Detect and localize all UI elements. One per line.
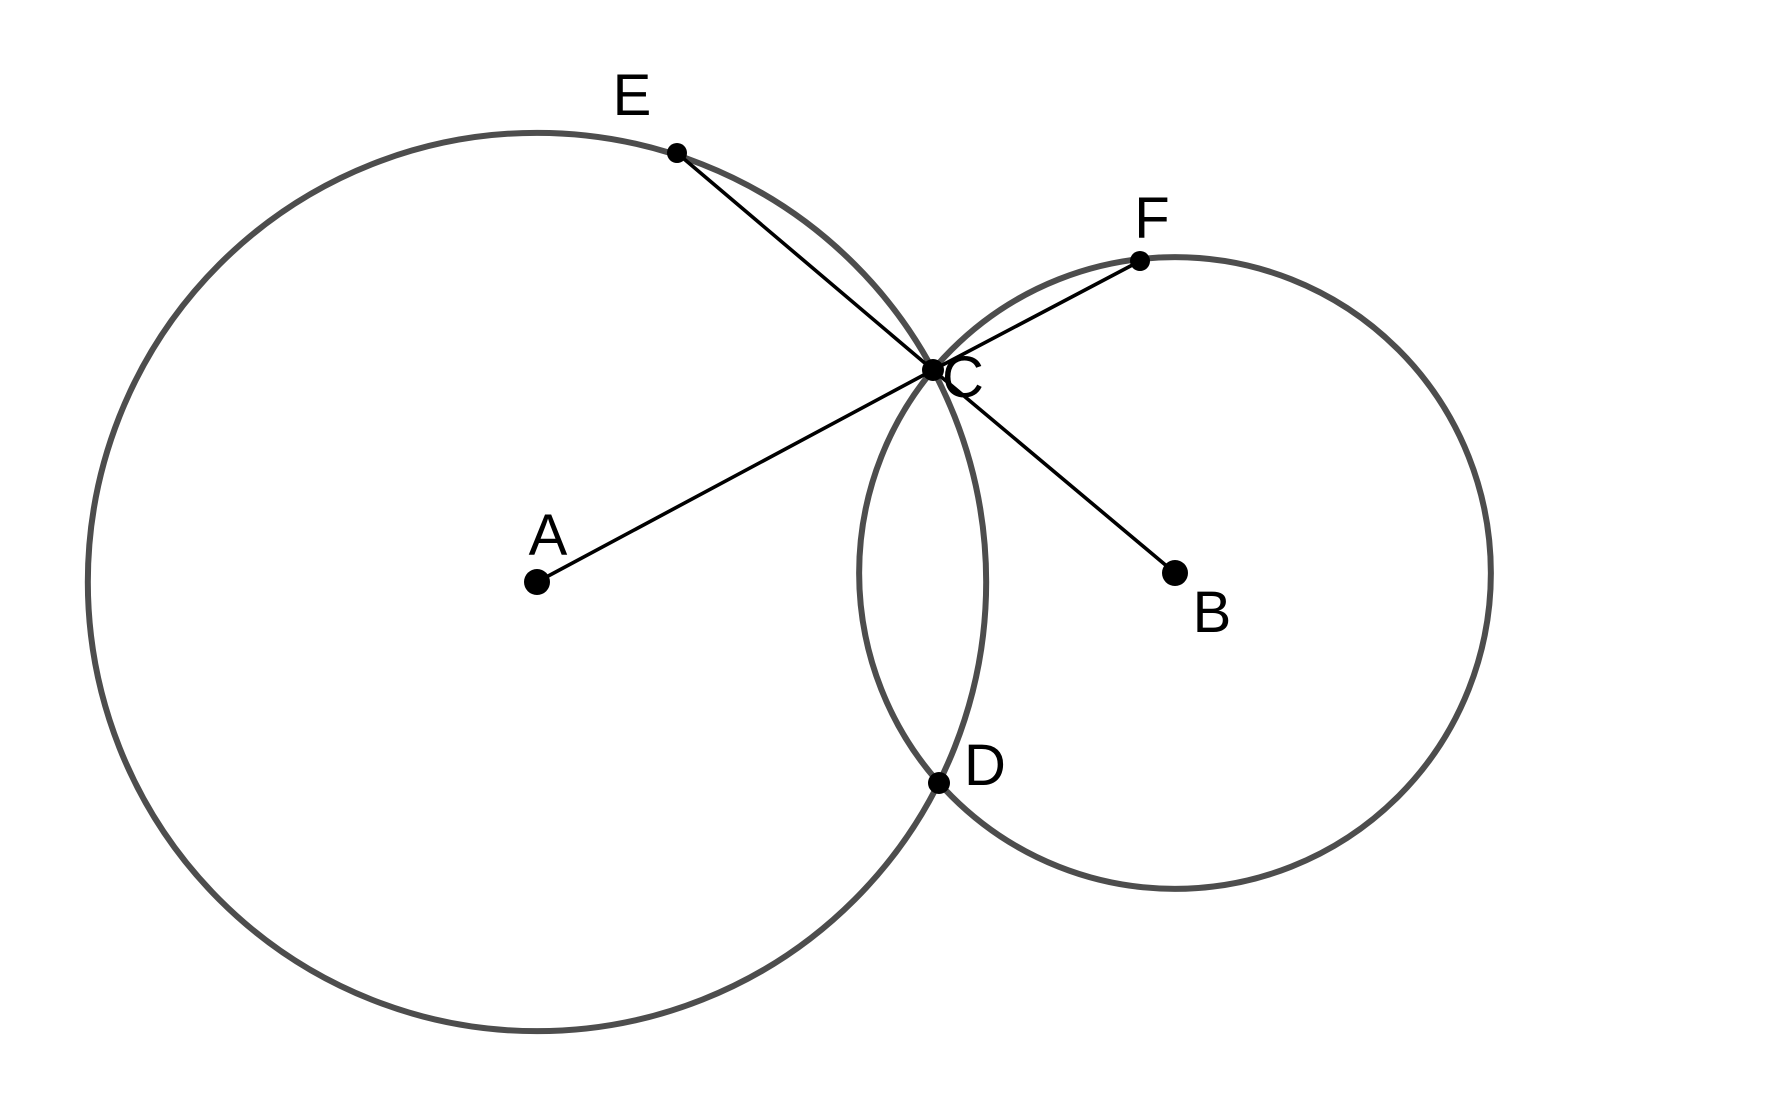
segments-layer <box>535 151 1177 584</box>
label-e: E <box>613 63 652 128</box>
segment-ec <box>675 151 935 372</box>
segment-cf <box>931 259 1142 372</box>
label-a: A <box>529 503 568 568</box>
segment-cb <box>931 368 1177 575</box>
point-f[interactable] <box>1130 251 1150 271</box>
segment-ac <box>535 368 935 584</box>
points-layer <box>524 143 1188 794</box>
point-c[interactable] <box>922 359 944 381</box>
point-b[interactable] <box>1162 560 1188 586</box>
point-e[interactable] <box>667 143 687 163</box>
point-d[interactable] <box>928 772 950 794</box>
label-c: C <box>942 345 984 410</box>
point-a[interactable] <box>524 569 550 595</box>
circles-layer <box>84 129 1494 1035</box>
label-b: B <box>1193 580 1232 645</box>
labels-layer: A B C D E F <box>529 63 1232 798</box>
label-d: D <box>964 733 1006 798</box>
label-f: F <box>1134 186 1169 251</box>
circle-a <box>84 129 990 1035</box>
circle-b <box>856 254 1494 892</box>
